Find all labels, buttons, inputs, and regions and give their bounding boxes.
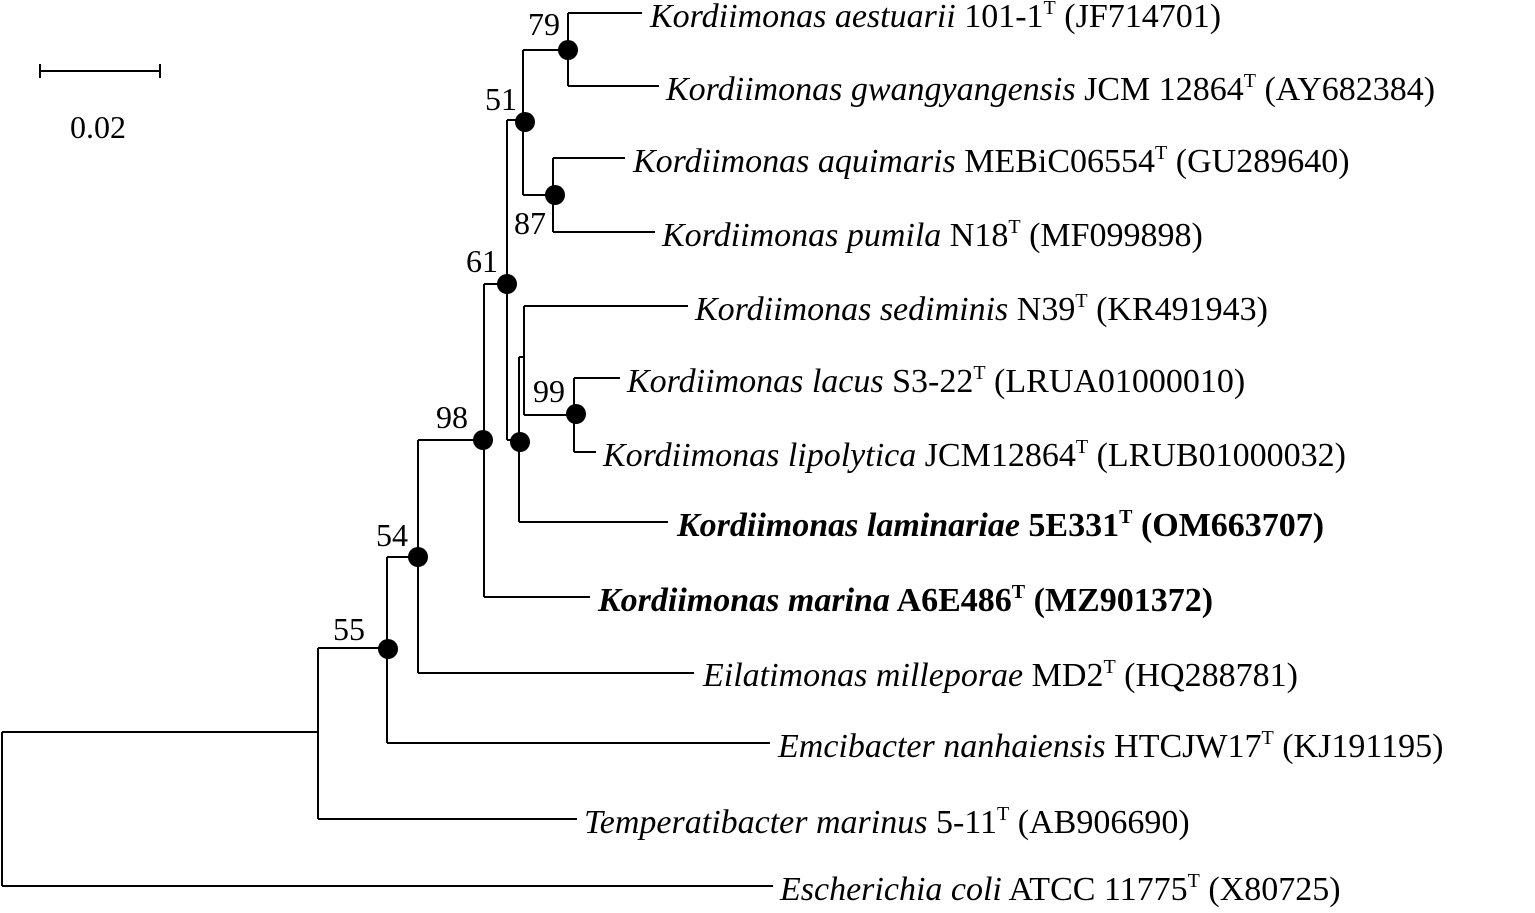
- node-dot: [473, 430, 493, 450]
- taxon-label: Temperatibacter marinus 5-11T (AB906690): [584, 803, 1190, 841]
- taxon-label-highlighted: Kordiimonas laminariae 5E331T (OM663707): [676, 506, 1324, 544]
- taxon-label: Kordiimonas aquimaris MEBiC06554T (GU289…: [632, 142, 1350, 180]
- scale-bar-label: 0.02: [70, 109, 126, 145]
- taxon-label: Emcibacter nanhaiensis HTCJW17T (KJ19119…: [777, 727, 1443, 765]
- taxon-label: Kordiimonas lacus S3-22T (LRUA01000010): [626, 362, 1245, 400]
- bootstrap-value: 61: [466, 243, 498, 279]
- node-dot: [558, 40, 578, 60]
- node-dot: [545, 185, 565, 205]
- bootstrap-value: 51: [485, 81, 517, 117]
- taxon-label: Eilatimonas milleporae MD2T (HQ288781): [702, 656, 1298, 694]
- node-dot: [408, 547, 428, 567]
- bootstrap-value: 79: [528, 6, 560, 42]
- taxon-label: Kordiimonas lipolytica JCM12864T (LRUB01…: [602, 436, 1346, 474]
- node-dot: [515, 112, 535, 132]
- bootstrap-value: 87: [514, 205, 546, 241]
- taxon-label: Escherichia coli ATCC 11775T (X80725): [779, 870, 1341, 908]
- taxon-label-highlighted: Kordiimonas marina A6E486T (MZ901372): [597, 581, 1213, 619]
- node-dot: [510, 432, 530, 452]
- taxon-labels: Kordiimonas aestuarii 101-1T (JF714701) …: [584, 0, 1443, 908]
- node-dot: [497, 274, 517, 294]
- taxon-label: Kordiimonas aestuarii 101-1T (JF714701): [649, 0, 1221, 35]
- node-dot: [378, 639, 398, 659]
- node-markers: [378, 40, 586, 659]
- bootstrap-value: 99: [533, 373, 565, 409]
- bootstrap-values: 79 51 87 61 99 98 54 55: [333, 6, 565, 647]
- bootstrap-value: 98: [436, 399, 468, 435]
- node-dot: [566, 404, 586, 424]
- taxon-label: Kordiimonas sediminis N39T (KR491943): [694, 290, 1268, 328]
- bootstrap-value: 54: [376, 517, 408, 553]
- taxon-label: Kordiimonas gwangyangensis JCM 12864T (A…: [665, 70, 1435, 108]
- taxon-label: Kordiimonas pumila N18T (MF099898): [661, 216, 1203, 254]
- scale-bar: 0.02: [39, 64, 161, 145]
- bootstrap-value: 55: [333, 611, 365, 647]
